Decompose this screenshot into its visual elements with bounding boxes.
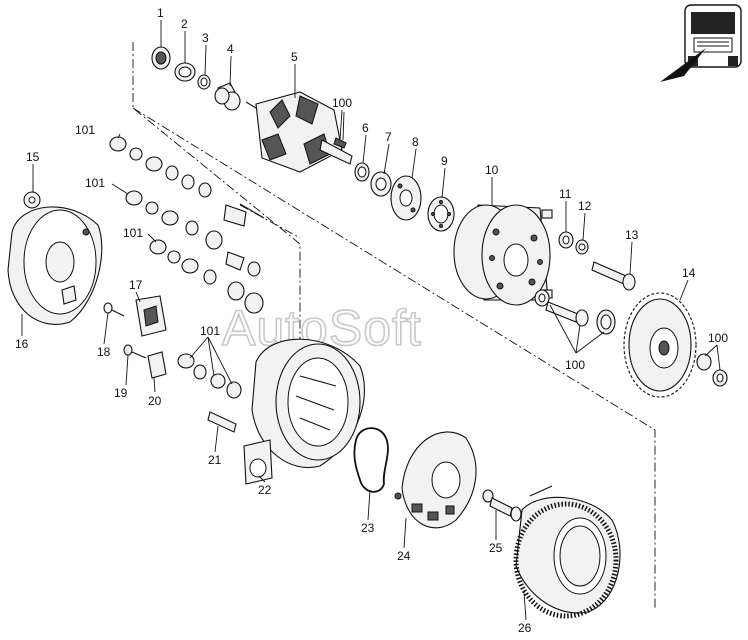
label-14: 14 <box>682 266 696 280</box>
part-8-plate <box>390 175 422 221</box>
label-5: 5 <box>291 50 298 64</box>
part-101-nut-row-3 <box>149 239 264 314</box>
part-1-seal <box>151 46 171 70</box>
label-101-b: 101 <box>85 176 105 190</box>
part-23-gasket <box>353 427 389 493</box>
part-12-washer <box>575 239 589 255</box>
part-101-nut-row-2 <box>125 190 265 250</box>
part-100-bolt-set <box>534 289 616 335</box>
part-26-stator <box>513 485 621 619</box>
part-6-ring <box>354 162 370 182</box>
label-101-c: 101 <box>123 226 143 240</box>
truck-front-icon <box>660 4 742 82</box>
label-10: 10 <box>485 163 499 177</box>
part-10-housing <box>453 204 553 306</box>
assembly-axis-left <box>239 204 301 239</box>
label-12: 12 <box>578 199 592 213</box>
leader-lines <box>21 20 721 621</box>
label-2: 2 <box>181 17 188 31</box>
label-17: 17 <box>129 278 143 292</box>
label-22: 22 <box>258 483 272 497</box>
label-101-d: 101 <box>200 324 220 338</box>
part-100-nuts-right <box>696 353 728 387</box>
part-7-ring <box>370 171 392 197</box>
part-17-bracket <box>135 295 167 337</box>
label-6: 6 <box>362 121 369 135</box>
part-11-washer <box>558 231 574 249</box>
label-100-b: 100 <box>565 358 585 372</box>
label-7: 7 <box>385 130 392 144</box>
part-14-pulley <box>623 292 697 398</box>
part-20-bracket <box>147 351 167 379</box>
part-18-screw <box>103 302 125 317</box>
label-19: 19 <box>114 386 128 400</box>
label-21: 21 <box>208 453 222 467</box>
label-15: 15 <box>26 150 40 164</box>
part-101-nut-row-4 <box>177 353 242 399</box>
part-15-nut <box>23 191 41 209</box>
label-9: 9 <box>441 154 448 168</box>
part-5-rotor <box>245 91 353 173</box>
part-9-bearing <box>427 196 455 232</box>
part-101-nut-row-1 <box>109 136 212 198</box>
part-3-ring <box>197 74 211 90</box>
part-19-screw <box>123 344 147 359</box>
part-4-bushing <box>214 82 241 111</box>
label-16: 16 <box>15 337 29 351</box>
part-labels: 1 2 3 4 5 6 7 8 9 10 11 12 13 14 15 16 1… <box>15 6 728 635</box>
label-100-a: 100 <box>332 96 352 110</box>
part-13-bolt <box>591 261 636 291</box>
label-100-c: 100 <box>708 331 728 345</box>
label-25: 25 <box>489 541 503 555</box>
label-3: 3 <box>202 31 209 45</box>
label-20: 20 <box>148 394 162 408</box>
part-16-cover <box>7 206 103 325</box>
part-24-regulator-plate <box>394 431 477 529</box>
assembly-axis-lower <box>132 107 656 610</box>
part-22-stator-housing <box>243 338 365 485</box>
label-24: 24 <box>397 549 411 563</box>
label-11: 11 <box>559 187 572 201</box>
label-4: 4 <box>227 42 234 56</box>
part-21-stud <box>207 411 237 433</box>
label-26: 26 <box>518 621 532 635</box>
label-23: 23 <box>361 521 375 535</box>
assembly-axis-upper <box>132 42 301 340</box>
label-101-a: 101 <box>75 123 95 137</box>
part-2-ring <box>174 62 196 82</box>
label-13: 13 <box>625 228 639 242</box>
label-8: 8 <box>412 135 419 149</box>
part-25-bolt <box>482 489 522 522</box>
label-18: 18 <box>97 345 111 359</box>
label-1: 1 <box>157 6 164 20</box>
